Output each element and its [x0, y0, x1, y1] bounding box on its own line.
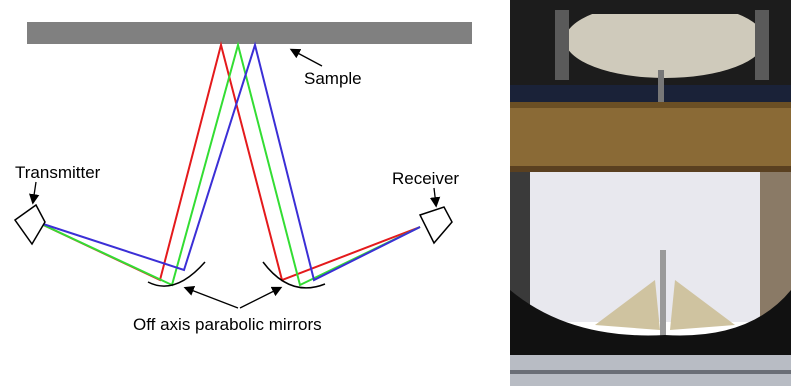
optical-setup-diagram: Sample Transmitter Receiver Off axis par… [13, 22, 472, 334]
receiver-arrow [429, 187, 441, 208]
transmitter-icon [13, 203, 46, 246]
sample-arrow [289, 48, 323, 67]
sample-disk [565, 2, 765, 78]
mirrors-label: Off axis parabolic mirrors [133, 315, 322, 334]
mirror-arrow-right [239, 286, 283, 309]
transmitter-arrow [29, 181, 40, 205]
wooden-beam [510, 102, 791, 170]
sample-label: Sample [304, 69, 362, 88]
left-parabolic-mirror [147, 261, 206, 287]
right-parabolic-mirror [262, 261, 326, 289]
sample-plate [27, 22, 472, 44]
apparatus-photo [510, 0, 791, 386]
beam-blue [36, 41, 421, 282]
left-mirror-photo [595, 280, 660, 330]
right-mirror-photo [670, 280, 735, 330]
beam-green [36, 41, 421, 287]
transmitter-label: Transmitter [15, 163, 101, 182]
mirror-arrow-left [183, 285, 239, 309]
receiver-icon [418, 206, 453, 245]
receiver-label: Receiver [392, 169, 459, 188]
